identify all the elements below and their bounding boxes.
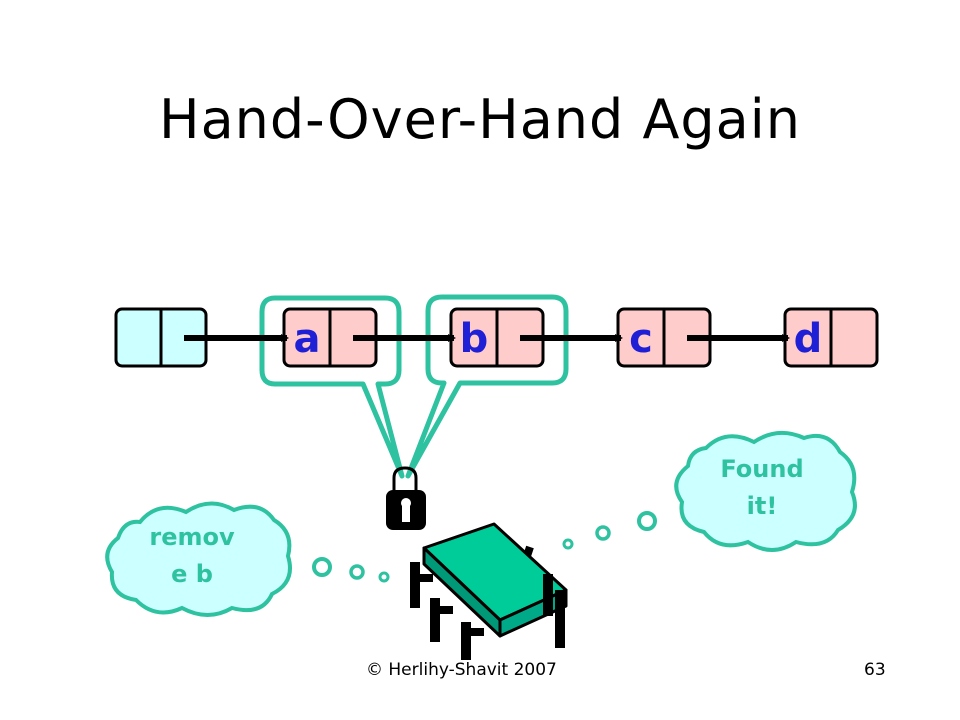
thought-text-line-1: remov xyxy=(149,523,235,551)
list-node-head xyxy=(114,307,208,368)
thought-dot xyxy=(637,511,657,531)
slide-title: Hand-Over-Hand Again xyxy=(158,88,801,151)
lock-outline-a xyxy=(259,295,405,479)
thought-cloud-icon xyxy=(105,501,292,617)
thought-dot xyxy=(312,557,332,577)
thought-text-line-1: Found xyxy=(720,455,803,483)
node-label-a: a xyxy=(294,316,321,362)
list-node-d: d xyxy=(783,307,879,368)
thought-text-line-2: e b xyxy=(171,560,213,588)
padlock-icon xyxy=(386,466,426,530)
thought-dot xyxy=(595,525,611,541)
thread-chip-icon xyxy=(410,522,568,660)
thought-dot xyxy=(378,571,390,583)
thought-cloud-left: remov e b xyxy=(105,501,292,617)
page-number: 63 xyxy=(864,660,886,680)
thought-cloud-right: Found it! xyxy=(674,430,857,552)
thought-cloud-icon xyxy=(674,430,857,552)
thought-dot xyxy=(349,564,365,580)
thought-text-line-2: it! xyxy=(747,492,778,520)
footer-copyright: © Herlihy-Shavit 2007 xyxy=(366,660,557,680)
node-label-b: b xyxy=(460,316,489,362)
node-label-c: c xyxy=(629,316,653,362)
node-label-d: d xyxy=(794,316,823,362)
lock-outline-b xyxy=(405,294,569,479)
thought-dot xyxy=(562,538,574,550)
